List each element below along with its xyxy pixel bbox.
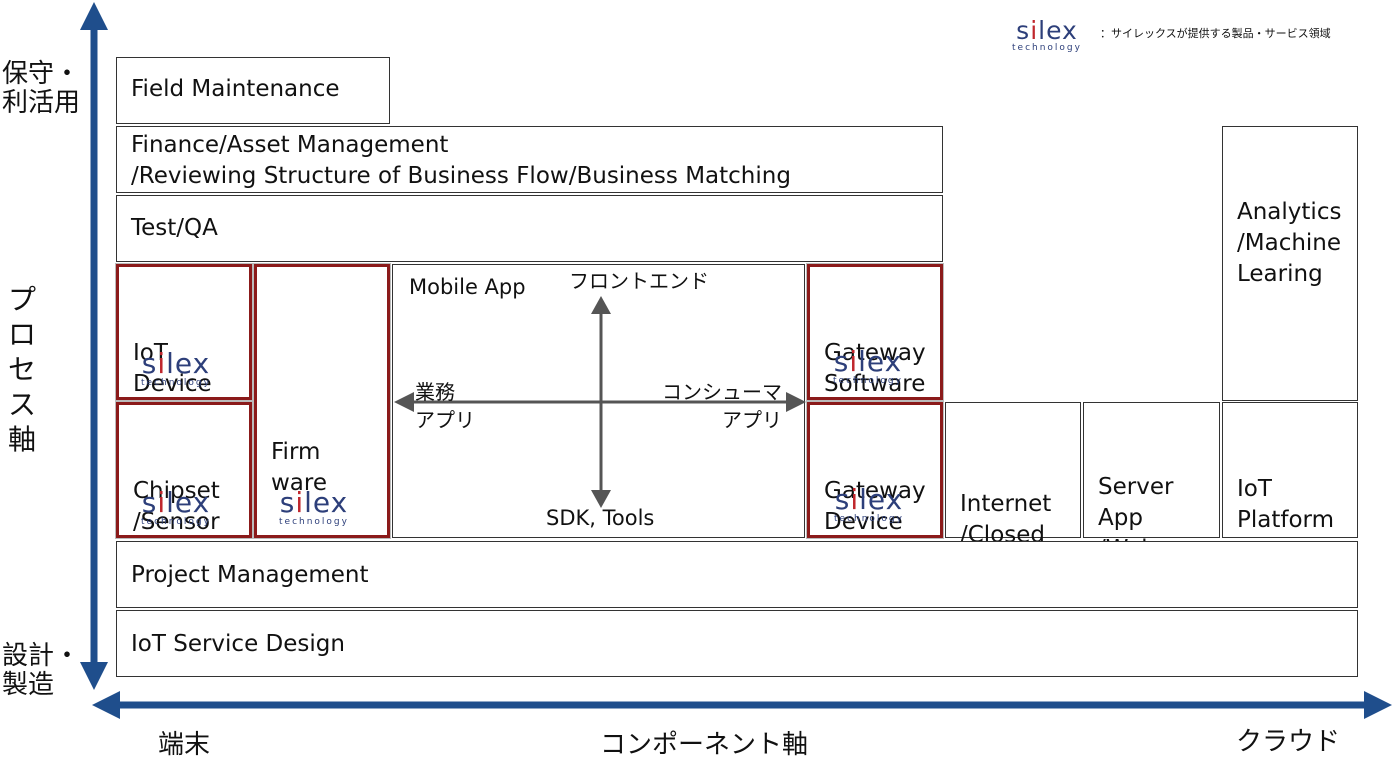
quadrant-arrow-left	[394, 392, 414, 412]
legend-logo: silex technology	[1012, 18, 1082, 53]
logo-accent-letter: i	[157, 347, 167, 380]
project-management-box: Project Management	[116, 541, 1358, 608]
field-maintenance-label: Field Maintenance	[131, 76, 340, 102]
iot-platform-box: IoT Platform	[1222, 402, 1358, 538]
iot-device-label: IoT Device	[133, 340, 212, 397]
field-maintenance-box: Field Maintenance	[116, 57, 390, 124]
iot-device-logo-word: silex	[141, 347, 211, 380]
horizontal-axis-arrow-left	[92, 691, 120, 719]
gateway-device-logo-tag: technology	[834, 514, 904, 524]
internet-box: Internet /Closed Network	[945, 402, 1081, 579]
project-management-label: Project Management	[131, 562, 369, 588]
chipset-silex-logo: silex technology	[141, 489, 211, 527]
y-axis-middle-label: プロセス 軸	[8, 283, 37, 456]
test-qa-label: Test/QA	[131, 215, 218, 241]
logo-accent-letter: i	[850, 483, 860, 516]
x-axis-right-label: クラウド	[1236, 727, 1341, 757]
gateway-device-label: Gateway Device	[824, 478, 926, 535]
vertical-axis-arrow-up	[80, 2, 108, 30]
quadrant-left-label: 業務 アプリ	[415, 380, 475, 432]
firmware-logo-tag: technology	[279, 517, 349, 527]
firmware-silex-logo: silex technology	[279, 489, 349, 527]
vertical-axis-arrow-down	[80, 662, 108, 690]
firmware-label: Firm ware	[271, 439, 328, 496]
gateway-software-logo-word: silex	[833, 345, 903, 378]
chipset-logo-word: silex	[141, 486, 211, 519]
gateway-software-logo-tag: technology	[833, 376, 903, 386]
server-app-box: Server App /Web App	[1083, 402, 1220, 593]
x-axis-middle-label: コンポーネント軸	[600, 730, 809, 760]
logo-accent-letter: i	[295, 486, 305, 519]
iot-service-design-label: IoT Service Design	[131, 631, 345, 657]
x-axis-left-label: 端末	[158, 730, 211, 760]
quadrant-arrow-down	[591, 490, 611, 508]
gateway-software-silex-logo: silex technology	[833, 348, 903, 386]
y-axis-bottom-label: 設計・ 製造	[2, 641, 81, 700]
test-qa-box: Test/QA	[116, 195, 943, 262]
quadrant-top-label: フロントエンド	[569, 269, 709, 293]
iot-device-box: IoT Device	[116, 264, 252, 400]
firmware-box: Firm ware	[254, 264, 390, 538]
quadrant-arrow-right	[786, 392, 806, 412]
iot-service-design-box: IoT Service Design	[116, 610, 1358, 677]
chipset-box: Chipset /Sensor	[116, 402, 252, 538]
quadrant-right-label: コンシューマ アプリ	[662, 380, 782, 432]
logo-accent-letter: i	[1030, 16, 1039, 45]
finance-label-line1: Finance/Asset Management	[131, 132, 449, 158]
logo-accent-letter: i	[157, 486, 167, 519]
y-axis-top-label: 保守・ 利活用	[2, 59, 81, 118]
quadrant-bottom-label: SDK, Tools	[546, 506, 655, 530]
horizontal-axis-arrow-right	[1364, 691, 1392, 719]
analytics-box: Analytics /Machine Learing	[1222, 126, 1358, 401]
finance-label-line2: /Reviewing Structure of Business Flow/Bu…	[131, 163, 791, 189]
gateway-device-box: Gateway Device	[807, 402, 943, 538]
iot-platform-label: IoT Platform	[1237, 476, 1334, 533]
mobile-app-label: Mobile App	[409, 275, 526, 299]
gateway-software-label: Gateway Software	[824, 340, 926, 397]
gateway-device-logo-word: silex	[834, 483, 904, 516]
legend-logo-tag: technology	[1012, 43, 1082, 53]
chipset-logo-tag: technology	[141, 517, 211, 527]
quadrant-arrow-up	[591, 296, 611, 314]
chipset-label: Chipset /Sensor	[133, 478, 220, 535]
legend-caption: ：サイレックスが提供する製品・サービス領域	[1100, 27, 1331, 40]
legend-logo-word: silex	[1016, 16, 1078, 45]
gateway-software-box: Gateway Software	[807, 264, 943, 400]
finance-box: Finance/Asset Management /Reviewing Stru…	[116, 126, 943, 193]
logo-accent-letter: i	[849, 345, 859, 378]
iot-device-logo-tag: technology	[141, 378, 211, 388]
iot-device-silex-logo: silex technology	[141, 350, 211, 388]
gateway-device-silex-logo: silex technology	[834, 486, 904, 524]
firmware-logo-word: silex	[279, 486, 349, 519]
analytics-label: Analytics /Machine Learing	[1237, 199, 1342, 287]
